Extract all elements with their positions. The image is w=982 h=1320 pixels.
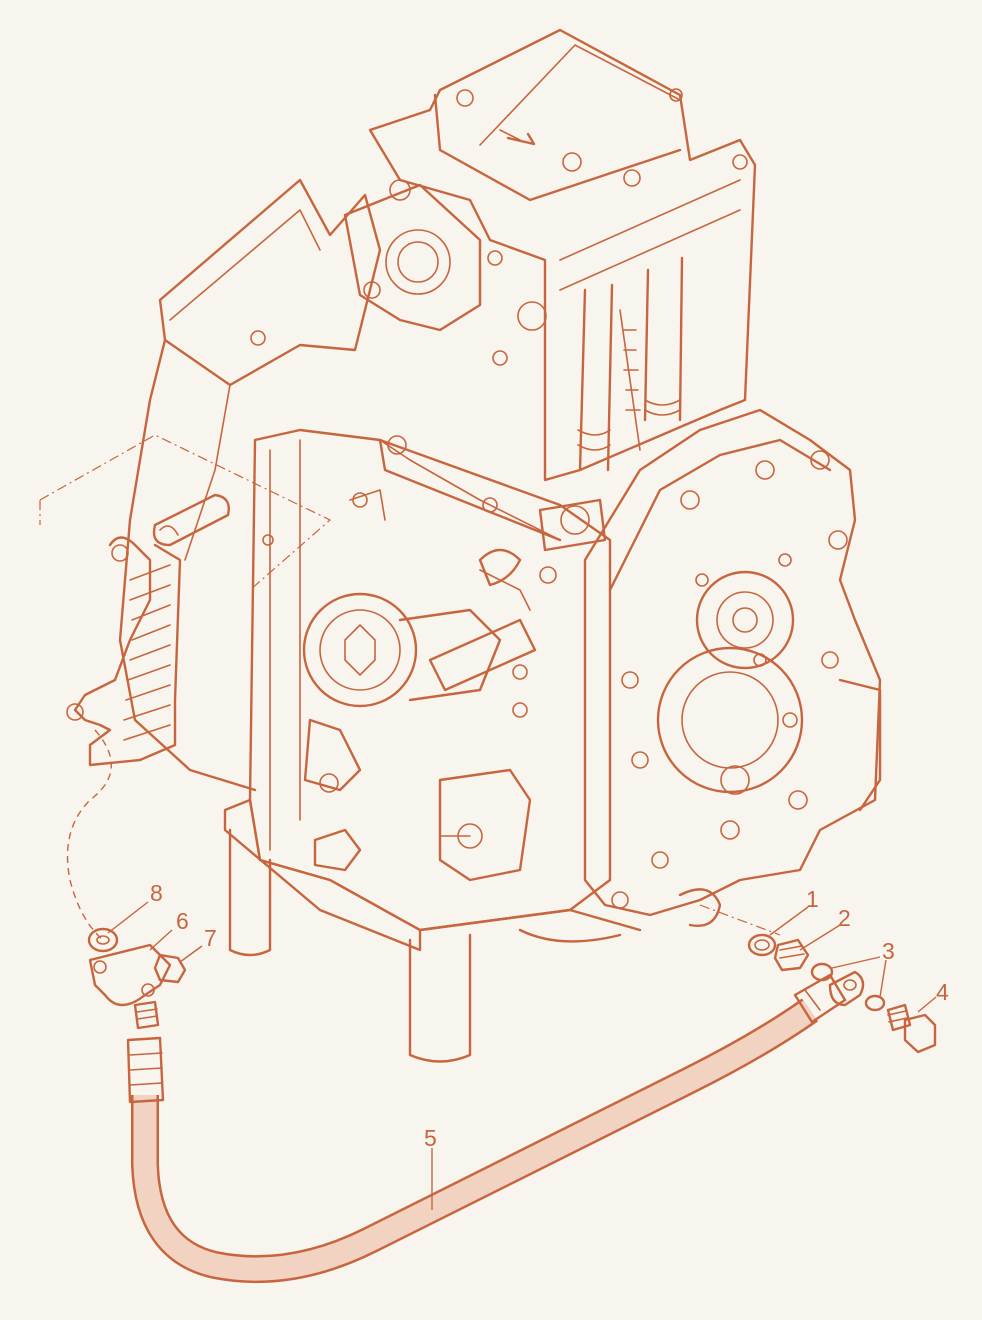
engine-block	[248, 428, 612, 932]
fuel-injection-pump	[302, 439, 607, 882]
air-filter-element	[39, 434, 332, 591]
flywheel-housing-plate	[583, 408, 882, 917]
cooling-fin-bracket	[66, 536, 182, 767]
left-fitting-group	[87, 927, 187, 1030]
leader-lines	[107, 901, 937, 1210]
callout-labels: 1 2 3 4 5 6 7 8	[150, 880, 949, 1151]
fuel-hose	[126, 973, 847, 1284]
callout-1: 1	[806, 886, 819, 912]
blower-shroud	[118, 178, 382, 792]
callout-5: 5	[424, 1125, 437, 1151]
callout-8: 8	[150, 880, 163, 906]
callout-2: 2	[838, 905, 851, 931]
right-fitting-group	[747, 933, 937, 1054]
gasket-flange	[343, 179, 503, 332]
engine-base	[223, 798, 722, 1063]
callout-3: 3	[882, 938, 895, 964]
callout-6: 6	[176, 908, 189, 934]
assembly-path-line	[66, 729, 112, 941]
callout-4: 4	[936, 979, 949, 1005]
axis-line-right	[699, 904, 781, 936]
callout-7: 7	[204, 925, 217, 951]
cylinder-head	[368, 28, 757, 482]
push-rod-tubes	[492, 256, 684, 472]
